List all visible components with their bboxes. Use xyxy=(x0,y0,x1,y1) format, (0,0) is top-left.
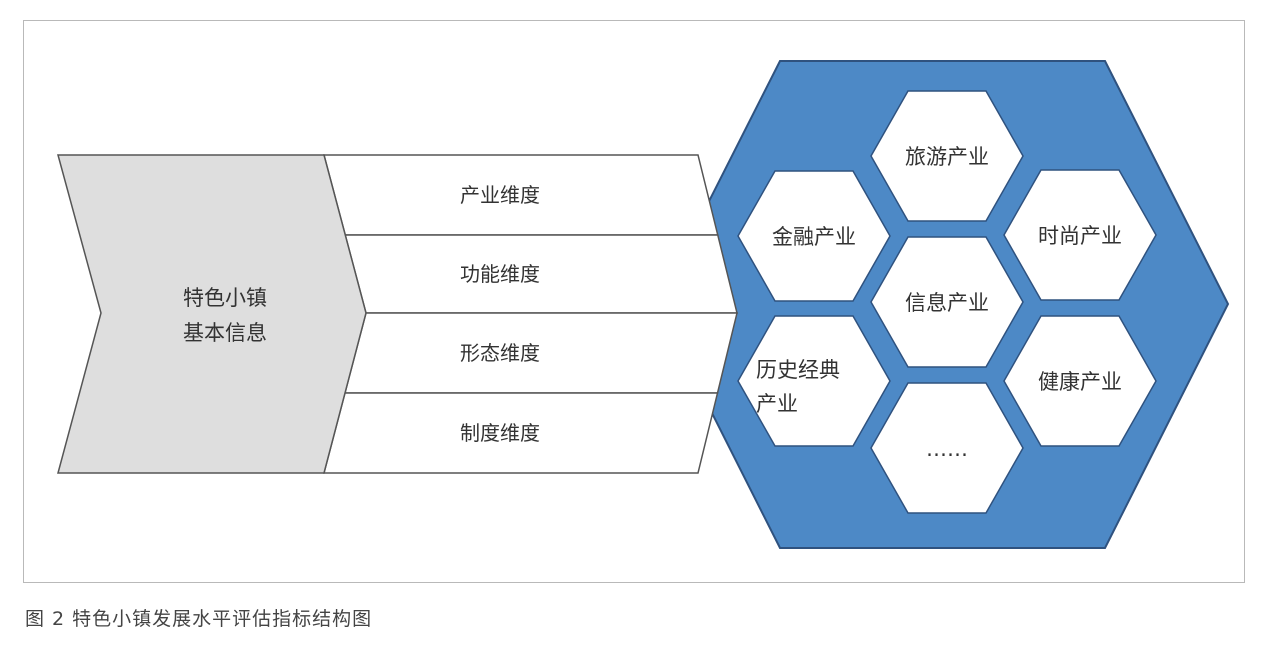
industry-hexagon xyxy=(737,315,891,447)
industry-label: 历史经典 xyxy=(756,358,840,382)
dimension-band xyxy=(344,312,738,394)
industry-hexagon xyxy=(1003,315,1157,447)
industry-label: …… xyxy=(926,437,968,461)
industry-label: 产业 xyxy=(756,392,798,416)
dimension-label: 形态维度 xyxy=(460,341,540,365)
industry-label: 健康产业 xyxy=(1038,370,1122,394)
dimension-label: 制度维度 xyxy=(460,421,540,445)
figure-caption: 图 2 特色小镇发展水平评估指标结构图 xyxy=(25,608,373,630)
source-label-line1: 特色小镇 xyxy=(183,286,267,310)
source-chevron xyxy=(57,154,367,474)
figure-frame xyxy=(23,20,1245,583)
industry-hexagon xyxy=(870,90,1024,222)
industry-label: 旅游产业 xyxy=(905,145,989,169)
industry-hexagon xyxy=(737,170,891,302)
dimension-label: 功能维度 xyxy=(460,262,540,286)
industry-label: 金融产业 xyxy=(772,225,856,249)
industry-hexagon xyxy=(870,236,1024,368)
dimension-label: 产业维度 xyxy=(460,183,540,207)
dimension-band xyxy=(344,234,738,314)
industry-label: 时尚产业 xyxy=(1038,224,1122,248)
industry-hexagon xyxy=(1003,169,1157,301)
industry-label: 信息产业 xyxy=(905,291,989,315)
source-label-line2: 基本信息 xyxy=(183,321,267,345)
industry-hexagon xyxy=(870,382,1024,514)
